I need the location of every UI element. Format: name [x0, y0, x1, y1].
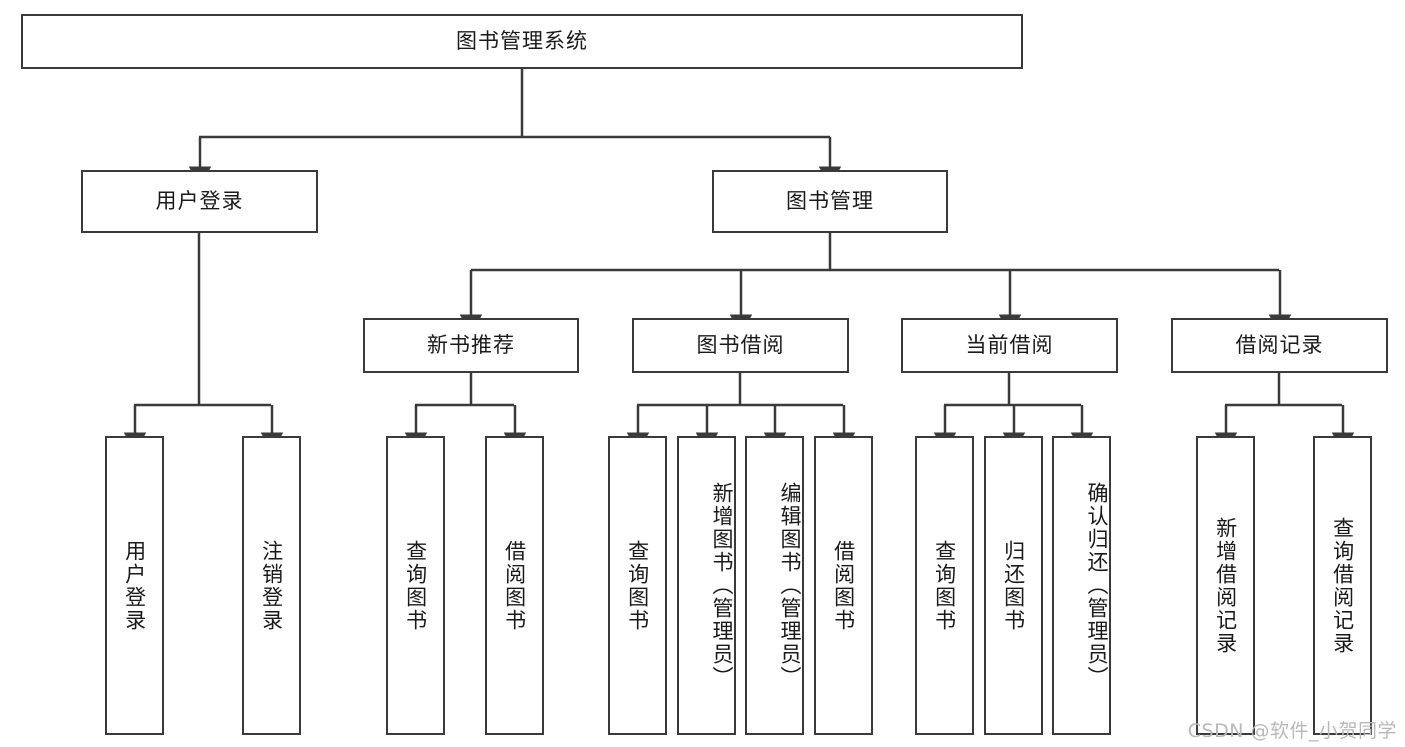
node-leaf_12[interactable]: 查询借阅记录 — [1313, 436, 1372, 735]
node-leaf_7[interactable]: 借阅图书 — [814, 436, 873, 735]
node-l2_3[interactable]: 借阅记录 — [1171, 318, 1388, 373]
node-label: 查询图书 — [932, 539, 957, 632]
node-label: 用户登录 — [122, 539, 147, 632]
node-l2_0[interactable]: 新书推荐 — [363, 318, 579, 373]
node-label: 归还图书 — [1001, 539, 1026, 632]
node-label: 借阅记录 — [1235, 332, 1324, 357]
node-leaf_11[interactable]: 新增借阅记录 — [1196, 436, 1255, 735]
node-label: 用户登录 — [155, 188, 244, 213]
node-label: 新增借阅记录 — [1213, 516, 1238, 655]
node-label: 查询图书 — [625, 539, 650, 632]
node-leaf_6[interactable]: 编辑图书（管理员） — [745, 436, 804, 735]
node-label: 借阅图书 — [502, 539, 527, 632]
node-l1_0[interactable]: 用户登录 — [81, 170, 318, 233]
node-label: 查询图书 — [403, 539, 428, 632]
node-leaf_3[interactable]: 借阅图书 — [485, 436, 544, 735]
node-label: 查询借阅记录 — [1330, 516, 1355, 655]
node-l2_2[interactable]: 当前借阅 — [901, 318, 1118, 373]
node-label: 新增图书（管理员） — [710, 482, 734, 689]
node-leaf_1[interactable]: 注销登录 — [242, 436, 301, 735]
node-label: 图书管理系统 — [456, 28, 588, 53]
node-label: 图书借阅 — [696, 332, 785, 357]
node-label: 确认归还（管理员） — [1085, 482, 1109, 689]
node-leaf_8[interactable]: 查询图书 — [915, 436, 974, 735]
node-label: 图书管理 — [786, 188, 874, 213]
node-leaf_4[interactable]: 查询图书 — [608, 436, 667, 735]
node-l1_1[interactable]: 图书管理 — [712, 170, 948, 233]
node-label: 借阅图书 — [831, 539, 856, 632]
node-leaf_10[interactable]: 确认归还（管理员） — [1052, 436, 1111, 735]
node-leaf_5[interactable]: 新增图书（管理员） — [677, 436, 736, 735]
node-l2_1[interactable]: 图书借阅 — [632, 318, 849, 373]
node-leaf_0[interactable]: 用户登录 — [105, 436, 164, 735]
node-leaf_9[interactable]: 归还图书 — [984, 436, 1043, 735]
watermark-text: CSDN @软件_小贺同学 — [1187, 720, 1397, 742]
node-label: 编辑图书（管理员） — [778, 482, 802, 689]
node-label: 当前借阅 — [965, 332, 1054, 357]
node-label: 注销登录 — [259, 539, 284, 632]
node-label: 新书推荐 — [427, 332, 515, 357]
node-leaf_2[interactable]: 查询图书 — [386, 436, 445, 735]
node-root[interactable]: 图书管理系统 — [21, 14, 1023, 69]
